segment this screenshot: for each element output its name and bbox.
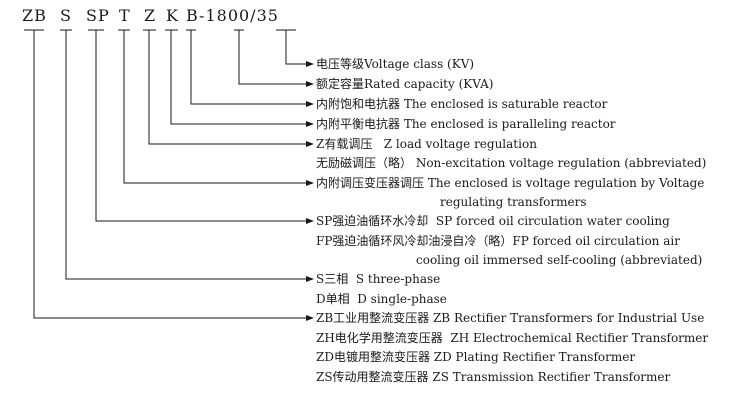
row-paralleling-reactor: 内附平衡电抗器 The enclosed is paralleling reac… (316, 117, 616, 131)
connector-rated-capacity (238, 30, 308, 85)
connector-zb-industrial (33, 30, 308, 319)
row-t-regulation: 内附调压变压器调压 The enclosed is voltage regula… (316, 176, 705, 190)
connector-z-load (148, 30, 308, 145)
arrow-paralleling-reactor (306, 121, 314, 127)
row-fp-air: FP强迫油循环风冷却油浸自冷（略）FP forced oil circulati… (316, 234, 680, 248)
row-fp-air-cont: cooling oil immersed self-cooling (abbre… (416, 253, 703, 267)
row-voltage-class: 电压等级Voltage class (KV) (316, 57, 475, 71)
code-z: Z (144, 6, 157, 25)
code-k: K (166, 6, 179, 25)
arrow-sp-water (306, 218, 314, 224)
code-t: T (119, 6, 131, 25)
row-non-excitation: 无励磁调压（略） Non-excitation voltage regulati… (316, 156, 707, 170)
row-saturable-reactor: 内附饱和电抗器 The enclosed is saturable reacto… (316, 97, 608, 111)
code-rest: B-1800/35 (186, 6, 279, 25)
arrow-s-three (306, 276, 314, 282)
code-sp: SP (86, 6, 110, 25)
connector-t-regulation (123, 30, 308, 184)
connector-s-three (65, 30, 308, 280)
connector-voltage-class (285, 30, 308, 65)
connector-paralleling-reactor (170, 30, 308, 125)
row-z-load: Z有载调压 Z load voltage regulation (316, 137, 537, 151)
code-s: S (60, 6, 72, 25)
row-s-three: S三相 S three-phase (316, 272, 441, 286)
row-rated-capacity: 额定容量Rated capacity (KVA) (316, 77, 494, 91)
arrow-rated-capacity (306, 81, 314, 87)
row-d-single: D单相 D single-phase (316, 292, 447, 306)
row-zh-electro: ZH电化学用整流变压器 ZH Electrochemical Rectifier… (316, 331, 709, 345)
arrow-z-load (306, 141, 314, 147)
connector-saturable-reactor (190, 30, 308, 105)
row-sp-water: SP强迫油循环水冷却 SP forced oil circulation wat… (316, 214, 670, 228)
arrow-zb-industrial (306, 315, 314, 321)
row-zd-plating: ZD电镀用整流变压器 ZD Plating Rectifier Transfor… (316, 350, 636, 364)
row-t-regulation-cont: regulating transformers (440, 195, 587, 209)
code-zb: ZB (22, 6, 47, 25)
arrow-saturable-reactor (306, 101, 314, 107)
row-zb-industrial: ZB工业用整流变压器 ZB Rectifier Transformers for… (316, 311, 705, 325)
arrow-t-regulation (306, 180, 314, 186)
row-zs-transmission: ZS传动用整流变压器 ZS Transmission Rectifier Tra… (316, 370, 671, 384)
connector-sp-water (95, 30, 308, 222)
arrow-voltage-class (306, 61, 314, 67)
